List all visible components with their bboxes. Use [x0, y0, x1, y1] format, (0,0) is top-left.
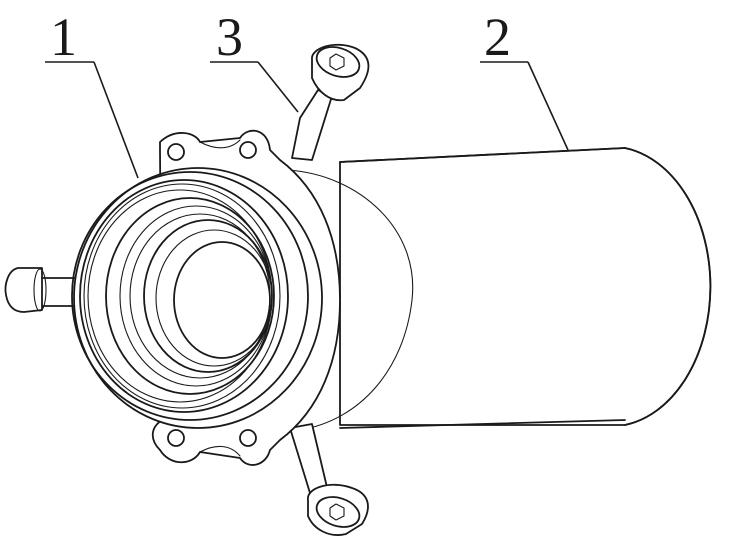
- screw-bottom: [290, 424, 368, 535]
- cylinder-tube: [288, 148, 710, 430]
- screw-top: [292, 42, 368, 160]
- label-3: 3: [216, 7, 243, 67]
- label-1: 1: [50, 7, 77, 67]
- front-ring: [72, 168, 322, 428]
- label-2: 2: [484, 7, 511, 67]
